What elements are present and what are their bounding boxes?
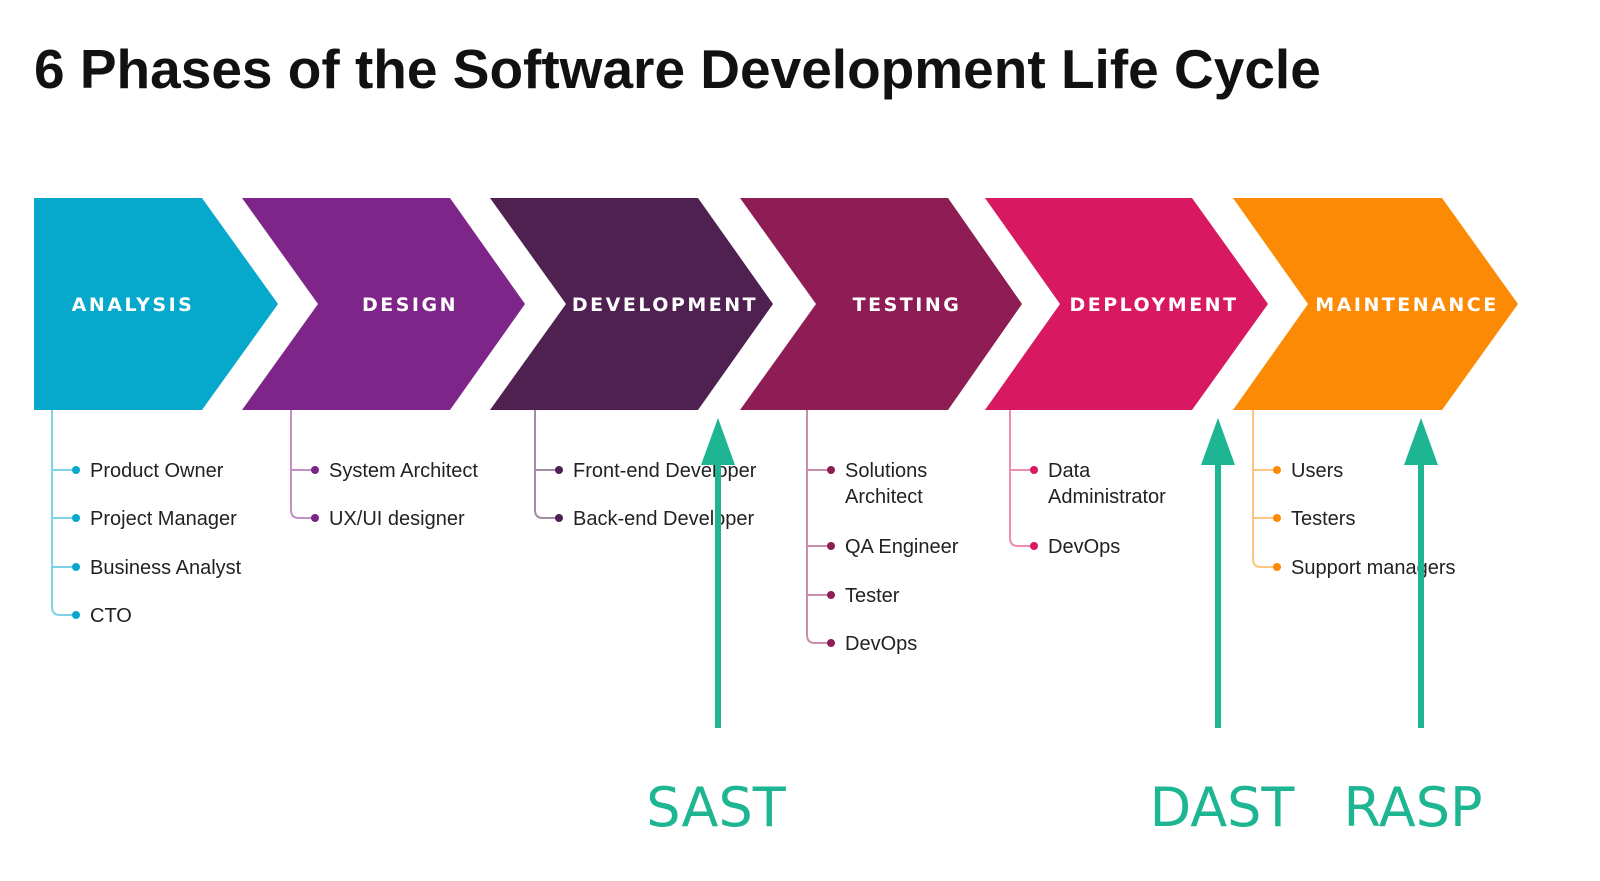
- role-connector-line: [534, 410, 559, 519]
- role-item: Product Owner: [90, 460, 224, 482]
- bullet-dot-icon: [1273, 466, 1281, 474]
- role-connector-line: [1252, 410, 1277, 568]
- role-item: Data: [1048, 460, 1091, 482]
- bullet-dot-icon: [311, 514, 319, 522]
- role-connector-line: [806, 410, 831, 644]
- chevron-shape: [490, 198, 773, 410]
- arrow-up-icon: [1201, 418, 1235, 465]
- chevron-shape: [740, 198, 1022, 410]
- bullet-dot-icon: [311, 466, 319, 474]
- role-item: DevOps: [845, 633, 917, 655]
- tool-label: DAST: [1150, 776, 1296, 839]
- bullet-dot-icon: [555, 466, 563, 474]
- tool-rasp: RASP: [1343, 418, 1483, 839]
- arrow-up-icon: [1404, 418, 1438, 465]
- phase-label: DEPLOYMENT: [1069, 294, 1238, 316]
- bullet-dot-icon: [72, 563, 80, 571]
- role-item: Support managers: [1291, 557, 1456, 579]
- phase-label: TESTING: [853, 294, 962, 316]
- tool-label: SAST: [646, 776, 786, 839]
- page-title: 6 Phases of the Software Development Lif…: [34, 38, 1321, 100]
- role-item: DevOps: [1048, 536, 1120, 558]
- bullet-dot-icon: [1030, 466, 1038, 474]
- phase-label: DESIGN: [362, 294, 458, 316]
- bullet-dot-icon: [72, 466, 80, 474]
- tool-dast: DAST: [1150, 418, 1296, 839]
- role-item: Project Manager: [90, 508, 237, 530]
- phase-label: ANALYSIS: [72, 294, 195, 316]
- role-item: Administrator: [1048, 486, 1166, 508]
- role-item: Tester: [845, 585, 900, 607]
- bullet-dot-icon: [72, 514, 80, 522]
- role-item: CTO: [90, 605, 132, 627]
- phase-label: MAINTENANCE: [1315, 294, 1498, 316]
- bullet-dot-icon: [1273, 514, 1281, 522]
- bullet-dot-icon: [555, 514, 563, 522]
- role-item: UX/UI designer: [329, 508, 465, 530]
- tool-label: RASP: [1343, 776, 1482, 839]
- security-tool-arrows: SAST DAST RASP: [646, 418, 1483, 839]
- role-connector-line: [51, 410, 76, 616]
- bullet-dot-icon: [827, 542, 835, 550]
- role-item: Front-end Developer: [573, 460, 757, 482]
- role-item: System Architect: [329, 460, 478, 482]
- bullet-dot-icon: [827, 591, 835, 599]
- role-item: Testers: [1291, 508, 1355, 530]
- bullet-dot-icon: [827, 639, 835, 647]
- role-item: Business Analyst: [90, 557, 242, 579]
- tool-sast: SAST: [646, 418, 787, 839]
- role-item: Solutions: [845, 460, 927, 482]
- bullet-dot-icon: [72, 611, 80, 619]
- role-connector-line: [1009, 410, 1034, 547]
- phase-label: DEVELOPMENT: [572, 294, 758, 316]
- chevron-shape: [34, 198, 278, 410]
- role-item: Back-end Developer: [573, 508, 755, 530]
- bullet-dot-icon: [827, 466, 835, 474]
- role-item: Architect: [845, 486, 923, 508]
- role-item: Users: [1291, 460, 1343, 482]
- bullet-dot-icon: [1030, 542, 1038, 550]
- role-item: QA Engineer: [845, 536, 959, 558]
- arrow-up-icon: [701, 418, 735, 465]
- role-connector-line: [290, 410, 315, 519]
- chevron-shape: [985, 198, 1268, 410]
- bullet-dot-icon: [1273, 563, 1281, 571]
- chevron-shape: [1233, 198, 1518, 410]
- chevron-shape: [242, 198, 525, 410]
